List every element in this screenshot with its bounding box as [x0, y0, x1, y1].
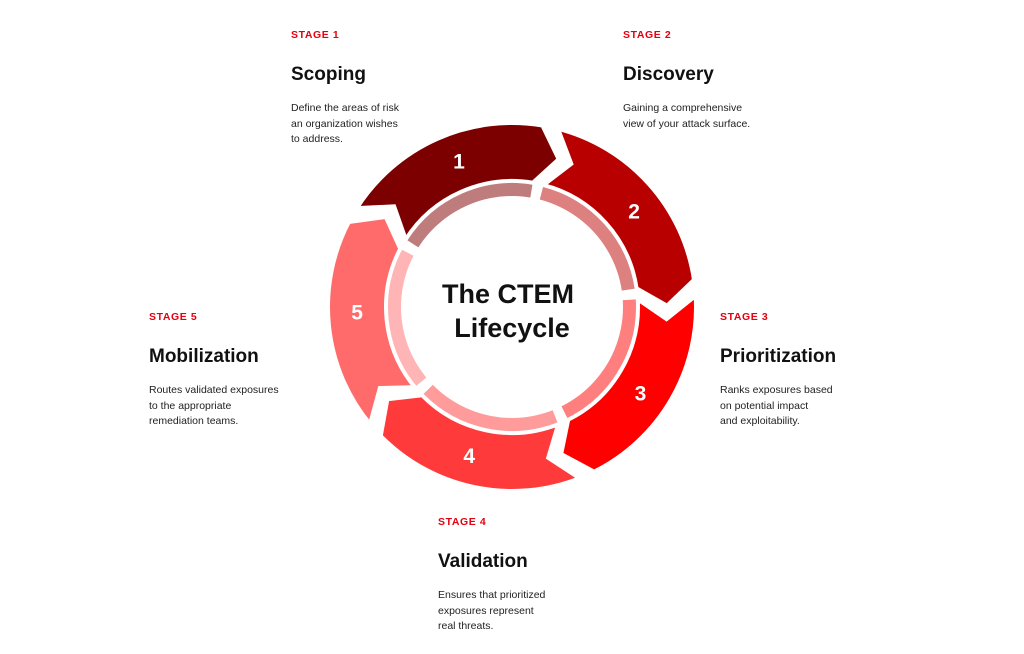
stage-2-block: STAGE 2 Discovery Gaining a comprehensiv… [623, 29, 863, 132]
center-title-line-1: The CTEM [442, 279, 574, 309]
stage-4-label: STAGE 4 [438, 516, 487, 528]
stage-5-title: Mobilization [149, 346, 259, 367]
stage-3-label: STAGE 3 [720, 311, 769, 323]
stage-5-block: STAGE 5 Mobilization Routes validated ex… [149, 311, 389, 430]
cycle-segment-2 [539, 125, 697, 309]
cycle-segment-4 [378, 393, 584, 493]
segment-4-number: 4 [463, 445, 475, 468]
stage-5-description: Routes validated exposures to the approp… [149, 384, 279, 427]
stage-1-label: STAGE 1 [291, 29, 340, 41]
stage-4-block: STAGE 4 Validation Ensures that prioriti… [438, 516, 678, 635]
stage-3-title: Prioritization [720, 346, 837, 367]
segment-2-number: 2 [628, 201, 640, 224]
stage-4-title: Validation [438, 551, 528, 572]
center-title-line-2: Lifecycle [454, 313, 570, 343]
stage-5-label: STAGE 5 [149, 311, 198, 323]
segment-1-number: 1 [453, 150, 465, 173]
stage-3-block: STAGE 3 Prioritization Ranks exposures b… [720, 311, 960, 430]
stage-1-block: STAGE 1 Scoping Define the areas of risk… [291, 29, 531, 148]
stage-3-description: Ranks exposures based on potential impac… [720, 384, 833, 427]
cycle-segment-5 [326, 214, 419, 429]
segment-5-number: 5 [351, 301, 363, 324]
stage-2-label: STAGE 2 [623, 29, 672, 41]
stage-4-description: Ensures that prioritized exposures repre… [438, 589, 546, 632]
cycle-segment-3 [558, 291, 699, 474]
segment-3-number: 3 [635, 383, 647, 406]
stage-2-description: Gaining a comprehensive view of your att… [623, 102, 751, 130]
center-circle [401, 196, 623, 418]
stage-1-description: Define the areas of risk an organization… [291, 102, 399, 145]
stage-1-title: Scoping [291, 64, 366, 85]
stage-2-title: Discovery [623, 64, 714, 85]
cycle-segment-1 [353, 121, 562, 244]
